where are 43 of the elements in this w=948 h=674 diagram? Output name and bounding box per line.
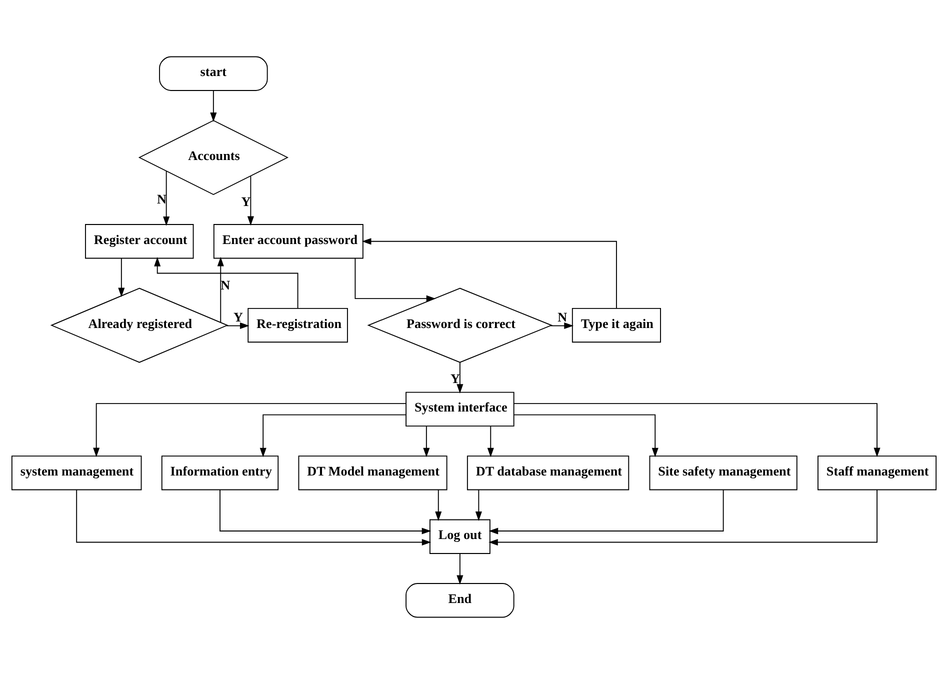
edge-label: N	[558, 309, 568, 324]
arrow	[362, 238, 617, 309]
arrow	[456, 362, 464, 394]
node-box: Register account	[85, 224, 194, 259]
node-box: system management	[11, 456, 142, 490]
arrow	[154, 257, 298, 309]
arrow	[118, 258, 125, 298]
arrow	[456, 553, 464, 585]
node-box: Information entry	[161, 456, 279, 490]
node-box: End	[406, 583, 514, 618]
arrow	[435, 490, 442, 521]
arrow	[488, 490, 724, 534]
arrow	[423, 426, 430, 458]
arrow	[163, 170, 170, 226]
arrow	[260, 414, 406, 458]
edge-label: Y	[450, 370, 460, 386]
arrow	[93, 403, 406, 458]
arrow	[475, 490, 482, 521]
node-box: Enter account password	[213, 224, 364, 259]
arrow	[354, 258, 436, 302]
node-box: Re-registration	[248, 308, 348, 343]
arrow	[550, 322, 574, 330]
arrow	[220, 490, 432, 534]
arrow	[488, 490, 878, 546]
node-box: Log out	[429, 519, 490, 554]
arrow	[487, 426, 494, 458]
node-box: DT Model management	[298, 456, 448, 490]
arrow	[514, 403, 880, 458]
arrow	[76, 490, 432, 546]
arrow	[226, 322, 250, 330]
node-box: Staff management	[818, 456, 937, 490]
edge-label: Y	[233, 309, 243, 324]
node-diamond: Password is correct	[367, 288, 553, 363]
node-box: start	[159, 56, 268, 91]
node-box: System interface	[406, 392, 514, 427]
node-box: Type it again	[572, 308, 661, 343]
arrow	[210, 90, 217, 122]
arrow	[514, 414, 658, 458]
arrow	[217, 256, 224, 323]
node-diamond: Accounts	[138, 120, 289, 196]
node-box: Site safety management	[649, 456, 798, 490]
arrow	[247, 176, 254, 226]
node-box: DT database management	[466, 456, 630, 490]
